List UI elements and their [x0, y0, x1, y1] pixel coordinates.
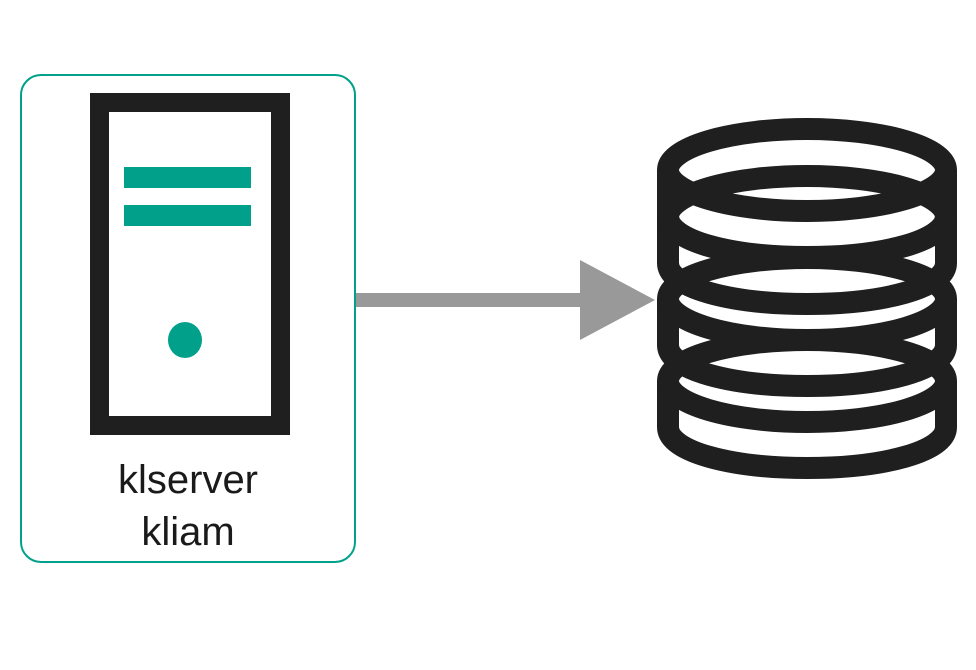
server-bay-bar-2: [124, 205, 251, 226]
database-icon: [657, 118, 957, 479]
server-node-label-line-1: klserver: [118, 458, 258, 502]
server-node[interactable]: klserver kliam: [20, 74, 356, 563]
flow-arrow[interactable]: [356, 260, 655, 340]
database-top-wall: [657, 170, 957, 268]
database-node[interactable]: [657, 118, 957, 479]
server-node-label-line-2: kliam: [141, 510, 234, 554]
database-disc-bottom: [657, 329, 957, 479]
flow-arrow-shape[interactable]: [356, 260, 655, 340]
server-bay-bar-1: [124, 167, 251, 188]
server-tower-icon: [90, 93, 290, 435]
database-disc-middle: [657, 247, 957, 397]
server-power-led-icon: [168, 322, 202, 358]
